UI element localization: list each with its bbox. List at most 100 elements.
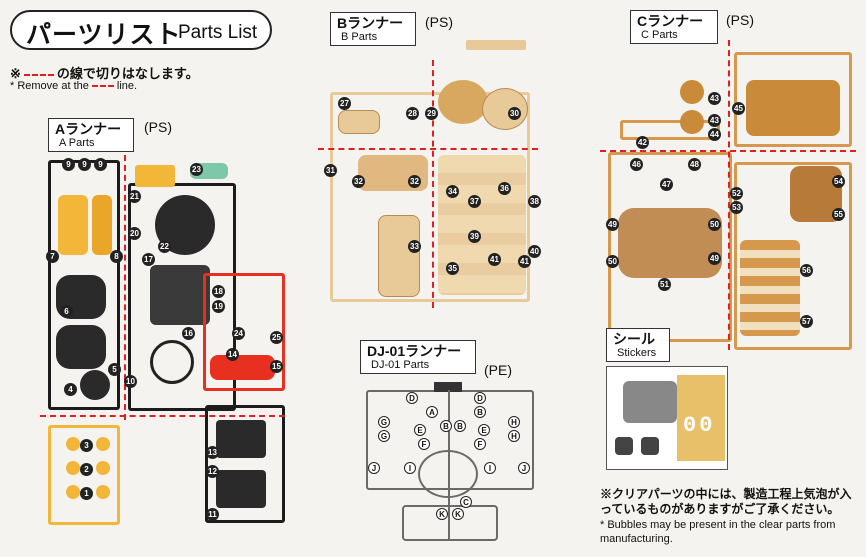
- a-part-ring: [150, 340, 194, 384]
- part-number: 42: [636, 136, 649, 149]
- part-letter: E: [478, 424, 490, 436]
- a-red-sprue: [203, 273, 285, 391]
- part-number: 12: [206, 465, 219, 478]
- part-number: 56: [800, 264, 813, 277]
- c-cut-line-v: [728, 40, 730, 350]
- part-number: 20: [128, 227, 141, 240]
- a-part-red: [210, 355, 275, 380]
- c-runner-label-jp: Cランナー: [637, 13, 704, 29]
- a-part-ball: [96, 461, 110, 475]
- cut-line-sample-small: [91, 85, 114, 88]
- part-letter: G: [378, 416, 390, 428]
- part-number: 36: [498, 182, 511, 195]
- dj-runner: D D A B B B G G H H E E F F J J I I C K …: [362, 380, 538, 546]
- part-number: 41: [488, 253, 501, 266]
- stickers-label: シール Stickers: [606, 328, 670, 362]
- part-number: 17: [142, 253, 155, 266]
- part-letter: A: [426, 406, 438, 418]
- c-part-shells: [618, 208, 722, 278]
- part-number: 55: [832, 208, 845, 221]
- part-number: 24: [232, 327, 245, 340]
- part-number: 44: [708, 128, 721, 141]
- b-part-piece: [338, 110, 380, 134]
- a-runner-label: Aランナー A Parts: [48, 118, 134, 152]
- a-cut-line-h: [40, 415, 285, 417]
- cut-line-sample: [23, 73, 54, 76]
- sticker-small-2: [641, 437, 659, 455]
- clear-parts-note-jp: ※クリアパーツの中には、製造工程上気泡が入っているものがありますがご了承ください…: [600, 487, 852, 516]
- part-number: 7: [46, 250, 59, 263]
- part-number: 27: [338, 97, 351, 110]
- part-letter: G: [378, 430, 390, 442]
- part-number: 16: [182, 327, 195, 340]
- c-cut-line-h: [600, 150, 856, 152]
- part-number: 54: [832, 175, 845, 188]
- part-number: 31: [324, 164, 337, 177]
- b-cut-line-v: [432, 60, 434, 308]
- note-text-en-post: line.: [116, 80, 138, 92]
- a-part-arm-2: [216, 470, 266, 508]
- c-part-round-1: [680, 80, 704, 104]
- part-number: 39: [468, 230, 481, 243]
- part-number: 9: [78, 158, 91, 171]
- part-letter: F: [418, 438, 430, 450]
- a-part-ball: [96, 437, 110, 451]
- part-number: 3: [80, 439, 93, 452]
- part-number: 49: [606, 218, 619, 231]
- part-letter: E: [414, 424, 426, 436]
- b-part-column: [378, 215, 420, 297]
- sticker-digits: 00: [683, 413, 716, 438]
- c-sprue-left: [608, 152, 732, 342]
- sticker-orange: [677, 375, 725, 461]
- part-number: 50: [606, 255, 619, 268]
- part-number: 10: [124, 375, 137, 388]
- b-part-head-2: [482, 88, 528, 130]
- a-part-yellow-bar: [135, 165, 175, 187]
- b-runner-label-jp: Bランナー: [337, 15, 404, 31]
- part-letter: I: [404, 462, 416, 474]
- part-number: 22: [158, 240, 171, 253]
- part-number: 49: [708, 252, 721, 265]
- part-number: 5: [108, 363, 121, 376]
- c-runner-label: Cランナー C Parts: [630, 10, 718, 44]
- dj-runner-label-en: DJ-01 Parts: [371, 359, 430, 371]
- c-runner: 43 43 44 45 42 46 47 48 52 53 54 55 49 5…: [600, 40, 856, 350]
- dj-sprue-bottom: [402, 505, 498, 541]
- a-part-yellow-plate-2: [92, 195, 112, 255]
- a-runner: 9 9 9 7 8 6 5 4 3 2 1 21 20 22 23 17 18 …: [40, 155, 290, 530]
- part-letter: I: [484, 462, 496, 474]
- c-part-round-2: [680, 110, 704, 134]
- part-number: 4: [64, 383, 77, 396]
- part-number: 34: [446, 185, 459, 198]
- c-runner-label-en: C Parts: [641, 29, 678, 41]
- a-part-ball: [66, 437, 80, 451]
- part-letter: B: [474, 406, 486, 418]
- sticker-sheet: 00: [606, 366, 728, 470]
- part-letter: H: [508, 430, 520, 442]
- part-number: 37: [468, 195, 481, 208]
- b-runner-label: Bランナー B Parts: [330, 12, 416, 46]
- part-number: 43: [708, 114, 721, 127]
- part-letter: J: [518, 462, 530, 474]
- part-number: 43: [708, 92, 721, 105]
- part-number: 53: [730, 201, 743, 214]
- part-number: 32: [352, 175, 365, 188]
- dj-runner-label: DJ-01ランナー DJ-01 Parts: [360, 340, 476, 374]
- part-number: 28: [406, 107, 419, 120]
- part-number: 14: [226, 348, 239, 361]
- part-number: 25: [270, 331, 283, 344]
- part-number: 2: [80, 463, 93, 476]
- a-part-dark-joint: [80, 370, 110, 400]
- a-part-ball: [66, 461, 80, 475]
- sticker-small-1: [615, 437, 633, 455]
- part-number: 11: [206, 508, 219, 521]
- part-letter: D: [474, 392, 486, 404]
- part-number: 32: [408, 175, 421, 188]
- page-title-en: Parts List: [178, 22, 258, 43]
- part-number: 51: [658, 278, 671, 291]
- part-letter: K: [436, 508, 448, 520]
- part-number: 21: [128, 190, 141, 203]
- b-part-head-1: [438, 80, 488, 124]
- part-number: 18: [212, 285, 225, 298]
